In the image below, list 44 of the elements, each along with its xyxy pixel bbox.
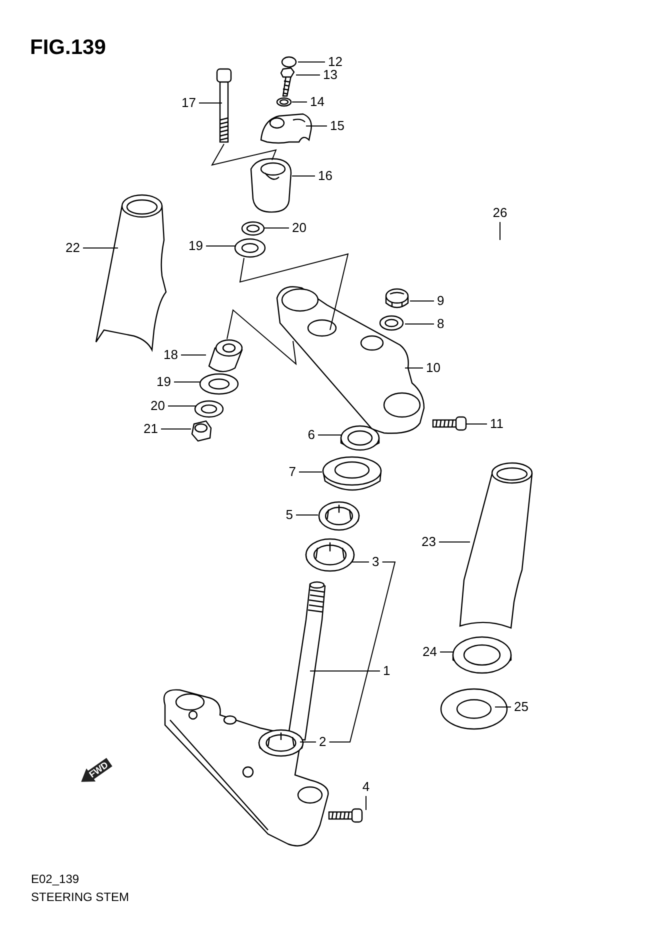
callout-number: 3 [372, 554, 380, 570]
caption-text: E02_139 [31, 872, 80, 886]
callout-number: 5 [286, 507, 293, 523]
leader-line [296, 514, 318, 516]
callout-number: 26 [492, 205, 508, 221]
leader-line [160, 428, 192, 430]
callout-number: 21 [144, 421, 158, 437]
callout-number: 12 [328, 54, 342, 70]
callout-number: 24 [422, 644, 437, 660]
callout-number: 9 [437, 293, 444, 309]
alignment-line [211, 144, 277, 166]
callout-number: 8 [437, 316, 444, 332]
callout-number: 11 [490, 416, 504, 432]
callout-number: 19 [156, 374, 171, 390]
callout-number: 1 [383, 663, 390, 679]
callout-number: 22 [66, 240, 80, 256]
callout-number: 14 [310, 94, 324, 110]
leader-line [198, 102, 222, 104]
callout-number: 4 [362, 779, 370, 795]
leader-line [318, 434, 342, 436]
callout-number: 2 [319, 734, 326, 750]
leader-line [494, 706, 512, 708]
alignment-line [226, 309, 297, 366]
callout-number: 23 [422, 534, 436, 550]
leader-line [180, 354, 206, 356]
callout-number: 15 [330, 118, 344, 134]
leader-line [328, 562, 396, 742]
caption-text: STEERING STEM [31, 890, 130, 904]
callout-number: 6 [308, 427, 315, 443]
leader-line [296, 74, 320, 76]
leader-line [410, 300, 434, 302]
callout-number: 25 [514, 699, 528, 715]
callout-number: 17 [182, 95, 196, 111]
alignment-line [239, 253, 349, 330]
leader-line [310, 670, 380, 672]
callout-number: 20 [292, 220, 306, 236]
callout-number: 13 [323, 67, 338, 83]
callout-number: 10 [426, 360, 440, 376]
callout-number: 7 [288, 464, 296, 480]
callout-number: 20 [150, 398, 165, 414]
callout-number: 18 [164, 347, 178, 363]
figure-title: FIG.139 [30, 36, 106, 60]
callout-number: 19 [188, 238, 203, 254]
callout-number: 16 [318, 168, 332, 184]
